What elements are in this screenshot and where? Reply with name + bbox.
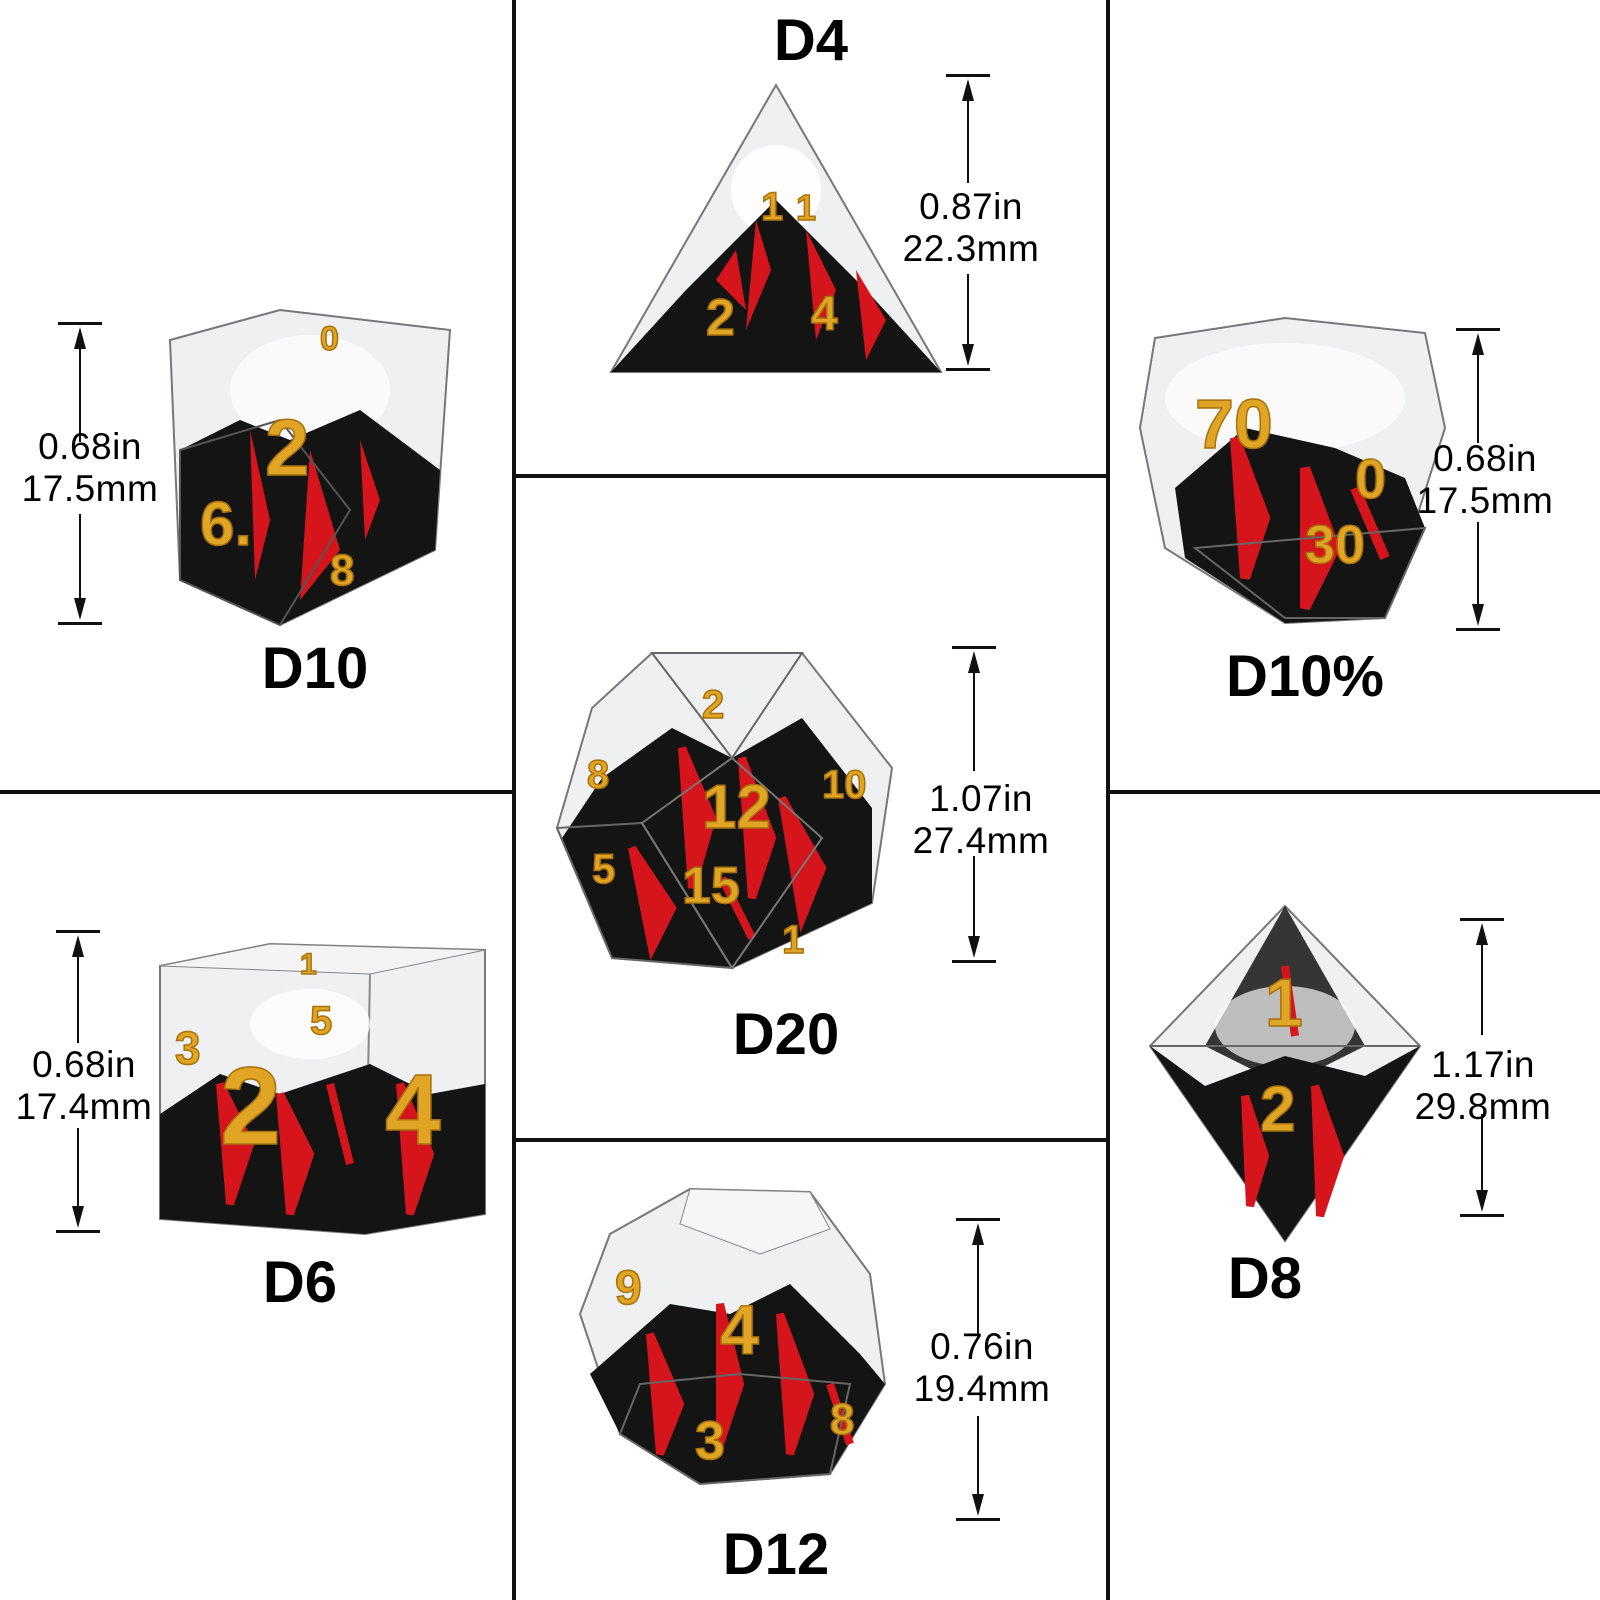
d10-size-mm: 17.5mm — [21, 468, 159, 509]
d8-size-inches: 1.17in — [1431, 1044, 1535, 1085]
divider-vertical-left — [512, 0, 516, 1600]
d10pct-size-text: 0.68in 17.5mm — [1405, 438, 1565, 522]
d8-panel: 1 2 1.17in 29.8mm D8 — [1110, 794, 1600, 1600]
d4-size-mm: 22.3mm — [902, 228, 1040, 269]
d20-number-bottom: 15 — [682, 857, 740, 915]
d12-size-text: 0.76in 19.4mm — [902, 1326, 1062, 1410]
d8-number-top: 1 — [1265, 965, 1303, 1041]
d8-size-text: 1.17in 29.8mm — [1403, 1044, 1563, 1128]
d12-die-image: 4 3 9 8 — [578, 1187, 887, 1486]
d10-number-left: 6. — [200, 490, 252, 559]
d10-panel: 0.68in 17.5mm 2 6. 8 0 D10 — [0, 0, 512, 790]
d12-number-left: 9 — [615, 1262, 642, 1315]
d6-number-back: 5 — [310, 999, 332, 1043]
d8-die-image: 1 2 — [1148, 904, 1422, 1243]
d6-die-image: 2 4 3 5 1 — [159, 942, 486, 1236]
d10pct-number-right: 0 — [1355, 447, 1386, 510]
d4-number-right: 4 — [811, 288, 838, 341]
d20-size-inches: 1.07in — [929, 778, 1033, 819]
d10-height-arrow — [58, 322, 102, 626]
d10-die-image: 2 6. 8 0 — [168, 308, 452, 627]
d12-number-bottom: 3 — [695, 1411, 725, 1471]
d20-number-left: 8 — [587, 753, 609, 797]
divider-center-bottom — [514, 1138, 1108, 1142]
d10-number-top: 2 — [265, 403, 310, 492]
divider-left-middle — [0, 790, 514, 794]
d20-panel: 12 15 2 8 10 5 1 1.07in 27.4mm D20 — [516, 478, 1106, 1138]
d20-size-mm: 27.4mm — [912, 820, 1050, 861]
d6-number-front: 2 — [220, 1045, 281, 1168]
d6-height-arrow — [56, 930, 100, 1234]
d4-height-arrow — [946, 74, 990, 372]
d6-label: D6 — [262, 1250, 338, 1315]
d6-number-top: 1 — [300, 948, 317, 981]
d6-size-mm: 17.4mm — [15, 1086, 153, 1127]
d6-size-inches: 0.68in — [32, 1044, 136, 1085]
d4-number-top: 1 — [761, 185, 783, 229]
d6-number-left: 3 — [175, 1022, 201, 1074]
d4-label: D4 — [773, 8, 849, 73]
d10-size-text: 0.68in 17.5mm — [10, 426, 170, 510]
d10pct-label: D10% — [1226, 644, 1384, 709]
d10pct-number-top: 70 — [1195, 385, 1273, 463]
d8-number-bottom: 2 — [1260, 1073, 1296, 1145]
d6-size-text: 0.68in 17.4mm — [4, 1044, 164, 1128]
d20-number-center: 12 — [702, 773, 771, 842]
d20-height-arrow — [952, 646, 996, 964]
d6-panel: 0.68in 17.4mm 2 4 3 5 1 D6 — [0, 794, 512, 1600]
d20-size-text: 1.07in 27.4mm — [906, 778, 1056, 862]
d10pct-number-bottom: 30 — [1305, 515, 1365, 575]
d4-panel: D4 1 2 4 1 0.87in 22.3mm — [516, 0, 1106, 474]
d10pct-size-inches: 0.68in — [1433, 438, 1537, 479]
d6-number-side: 4 — [385, 1054, 441, 1166]
divider-vertical-right — [1106, 0, 1110, 1600]
d12-number-right: 8 — [830, 1395, 854, 1444]
d4-size-inches: 0.87in — [919, 186, 1023, 227]
d12-label: D12 — [722, 1522, 830, 1587]
divider-right-middle — [1108, 790, 1600, 794]
d12-number-center: 4 — [720, 1291, 759, 1369]
d12-size-mm: 19.4mm — [913, 1368, 1051, 1409]
d4-number-left: 2 — [706, 289, 735, 347]
d10pct-size-mm: 17.5mm — [1416, 480, 1554, 521]
d10pct-height-arrow — [1456, 328, 1500, 632]
d12-panel: 4 3 9 8 0.76in 19.4mm D12 — [516, 1142, 1106, 1600]
d8-height-arrow — [1460, 918, 1504, 1218]
d8-label: D8 — [1227, 1246, 1303, 1311]
d20-die-image: 12 15 2 8 10 5 1 — [555, 652, 894, 970]
d20-number-lower-right: 1 — [782, 918, 804, 962]
divider-center-top — [514, 474, 1108, 478]
d4-number-edge: 1 — [796, 187, 816, 228]
d12-size-inches: 0.76in — [930, 1326, 1034, 1367]
d20-number-lower-left: 5 — [592, 845, 615, 892]
d10-size-inches: 0.68in — [38, 426, 142, 467]
d20-label: D20 — [732, 1002, 840, 1067]
d10-number-bottom: 8 — [330, 546, 354, 595]
d10-label: D10 — [261, 636, 369, 701]
d10pct-die-image: 70 0 30 — [1138, 316, 1447, 625]
d8-size-mm: 29.8mm — [1414, 1086, 1552, 1127]
d10pct-panel: 70 0 30 0.68in 17.5mm D10% — [1110, 0, 1600, 790]
d20-number-top: 2 — [702, 683, 724, 727]
d20-number-right: 10 — [822, 763, 867, 807]
d10-number-edge: 0 — [320, 320, 339, 358]
d4-size-text: 0.87in 22.3mm — [896, 186, 1046, 270]
d4-die-image: 1 2 4 1 — [609, 82, 943, 373]
d12-height-arrow — [956, 1218, 1000, 1522]
